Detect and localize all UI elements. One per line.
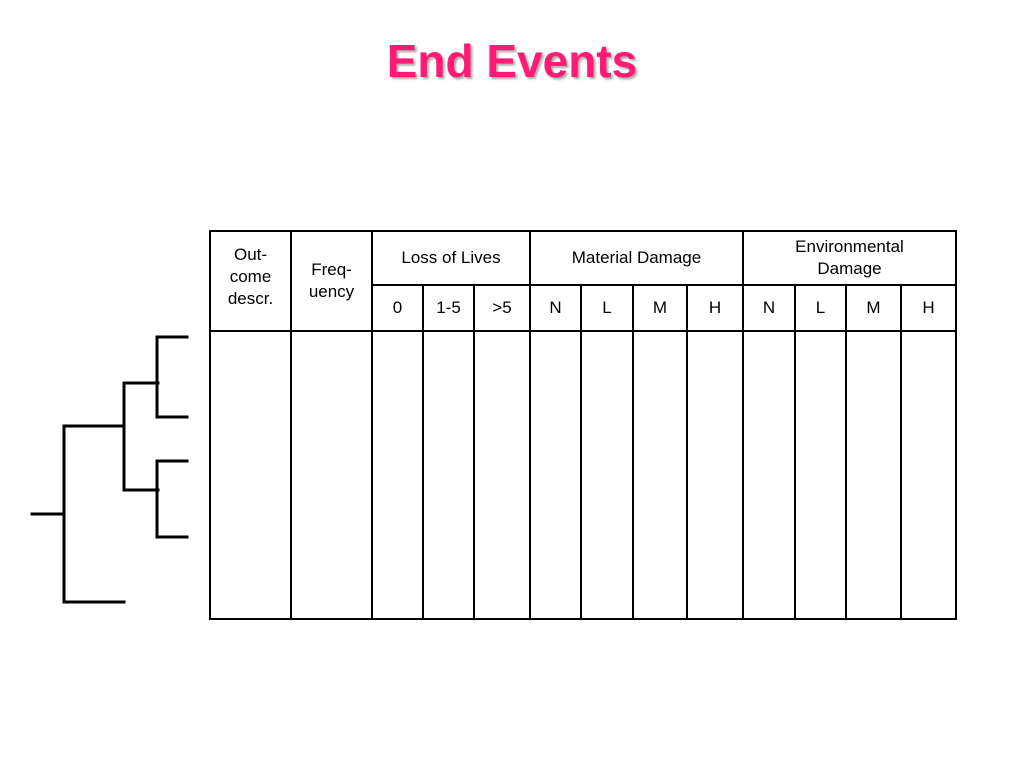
- event-tree-diagram: [30, 335, 189, 604]
- material-h-header: H: [686, 284, 744, 332]
- environmental-l-cell: [794, 330, 847, 620]
- end-events-table: Out- come descr. Freq- uency Loss of Liv…: [209, 230, 957, 620]
- material-damage-header: Material Damage: [529, 230, 744, 286]
- material-n-cell: [529, 330, 582, 620]
- lives-1-5-header: 1-5: [422, 284, 475, 332]
- material-l-cell: [580, 330, 634, 620]
- lives-0-header: 0: [371, 284, 424, 332]
- end-events-table-wrapper: Out- come descr. Freq- uency Loss of Liv…: [209, 230, 957, 620]
- environmental-h-cell: [900, 330, 957, 620]
- material-n-header: N: [529, 284, 582, 332]
- outcome-description-cell: [209, 330, 292, 620]
- frequency-cell: [290, 330, 373, 620]
- material-m-header: M: [632, 284, 688, 332]
- environmental-n-header: N: [742, 284, 796, 332]
- environmental-n-cell: [742, 330, 796, 620]
- environmental-damage-header: Environmental Damage: [742, 230, 957, 286]
- environmental-l-header: L: [794, 284, 847, 332]
- material-h-cell: [686, 330, 744, 620]
- lives-gt-5-cell: [473, 330, 531, 620]
- frequency-header: Freq- uency: [290, 230, 373, 332]
- environmental-h-header: H: [900, 284, 957, 332]
- page-title: End Events: [386, 35, 638, 87]
- lives-1-5-cell: [422, 330, 475, 620]
- lives-0-cell: [371, 330, 424, 620]
- material-l-header: L: [580, 284, 634, 332]
- outcome-description-header: Out- come descr.: [209, 230, 292, 332]
- table-row: [209, 330, 957, 620]
- environmental-m-cell: [845, 330, 902, 620]
- loss-of-lives-header: Loss of Lives: [371, 230, 531, 286]
- lives-gt-5-header: >5: [473, 284, 531, 332]
- material-m-cell: [632, 330, 688, 620]
- environmental-m-header: M: [845, 284, 902, 332]
